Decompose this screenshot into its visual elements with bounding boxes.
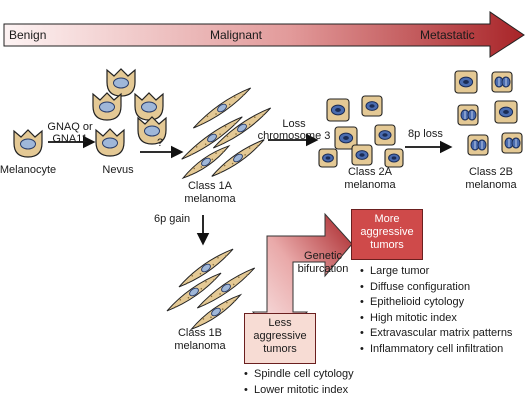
class-1b-cell-icon [196,267,256,309]
nevus-cell-icon [134,92,164,121]
more-aggressive-box: More aggressive tumors [351,209,423,260]
feature-item: Lower mitotic index [244,383,354,399]
label-class-1b-line1: Class 1B [177,327,223,339]
class-2b-cell-icon [457,104,479,126]
label-loss-chr3: Loss chromosome 3 [258,118,331,142]
less-aggressive-box: Less aggressive tumors [244,313,316,364]
less-title-line2: aggressive [253,330,307,342]
label-class-1a-line1: Class 1A [187,180,233,192]
class-2a-cell-icon [374,124,396,146]
nevus-cell-icon [106,68,136,97]
label-unknown: ? [157,137,164,149]
class-1a-cell-icon [192,87,252,129]
less-aggressive-features: Spindle cell cytology Lower mitotic inde… [244,367,354,398]
label-8p-loss: 8p loss [408,128,443,140]
label-6p-gain: 6p gain [154,213,191,225]
class-2a-cell-icon [361,95,383,117]
label-melanocyte: Melanocyte [0,164,57,176]
label-class-1a: Class 1A melanoma [184,180,235,206]
feature-item: Extravascular matrix patterns [360,326,512,342]
class-1a-cell-icon [181,144,231,180]
more-title-line1: More [374,213,400,225]
class-1a-cell-icon [181,116,243,160]
label-loss-chr3-line2: chromosome 3 [257,130,331,142]
label-class-1b: Class 1B melanoma [174,327,225,353]
label-class-2a: Class 2A melanoma [344,166,395,192]
class-1b-cell-icon [189,293,243,331]
class-2b-cell-icon [454,70,478,94]
class-1a-cell-icon [211,139,265,177]
label-nevus: Nevus [102,164,134,176]
label-gnaq-line1: GNAQ or [47,121,93,133]
stage-benign: Benign [9,28,47,42]
less-title-line3: tumors [263,343,297,355]
class-2b-cell-icon [491,71,513,93]
label-bifurcation-line2: bifurcation [297,263,349,275]
label-class-1b-line2: melanoma [174,340,226,352]
cell-groups [13,68,523,331]
melanocyte-cell-icon [13,129,43,158]
stage-metastatic: Metastatic [420,28,475,42]
class-2b-cell-icon [494,100,518,124]
class-2a-cell-icon [326,98,350,122]
label-bifurcation-line1: Genetic [304,250,342,262]
feature-item: Spindle cell cytology [244,367,354,383]
nevus-cell-icon [92,92,122,121]
label-class-2b-line2: melanoma [465,179,517,191]
feature-item: Large tumor [360,264,512,280]
more-title-line3: tumors [370,239,404,251]
label-loss-chr3-line1: Loss [282,118,306,130]
feature-item: High mitotic index [360,311,512,327]
class-2b-cell-icon [467,134,489,156]
class-2b-cell-icon [501,132,523,154]
feature-item: Epithelioid cytology [360,295,512,311]
feature-item: Inflammatory cell infiltration [360,342,512,358]
feature-item: Diffuse configuration [360,280,512,296]
nevus-cell-icon [137,116,167,145]
class-2a-cell-icon [334,126,358,150]
class-1b-cell-icon [166,272,222,312]
class-2a-cell-icon [318,148,338,168]
more-aggressive-features: Large tumor Diffuse configuration Epithe… [360,264,512,357]
label-class-2b-line1: Class 2B [468,166,514,178]
label-class-1a-line2: melanoma [184,193,236,205]
label-class-2b: Class 2B melanoma [465,166,516,192]
stage-malignant: Malignant [209,28,263,42]
class-2a-cell-icon [351,144,373,166]
progression-arrow [3,11,525,58]
label-class-2a-line2: melanoma [344,179,396,191]
more-title-line2: aggressive [360,226,414,238]
less-title-line1: Less [268,317,292,329]
class-1b-cell-icon [178,248,234,288]
label-gnaq: GNAQ or GNA11 [47,121,92,145]
label-bifurcation: Genetic bifurcation [298,250,349,276]
class-1a-cell-icon [212,107,272,149]
class-2a-cell-icon [384,148,404,168]
label-gnaq-line2: GNA11 [52,133,88,145]
label-class-2a-line1: Class 2A [347,166,393,178]
nevus-cell-icon [95,128,125,157]
